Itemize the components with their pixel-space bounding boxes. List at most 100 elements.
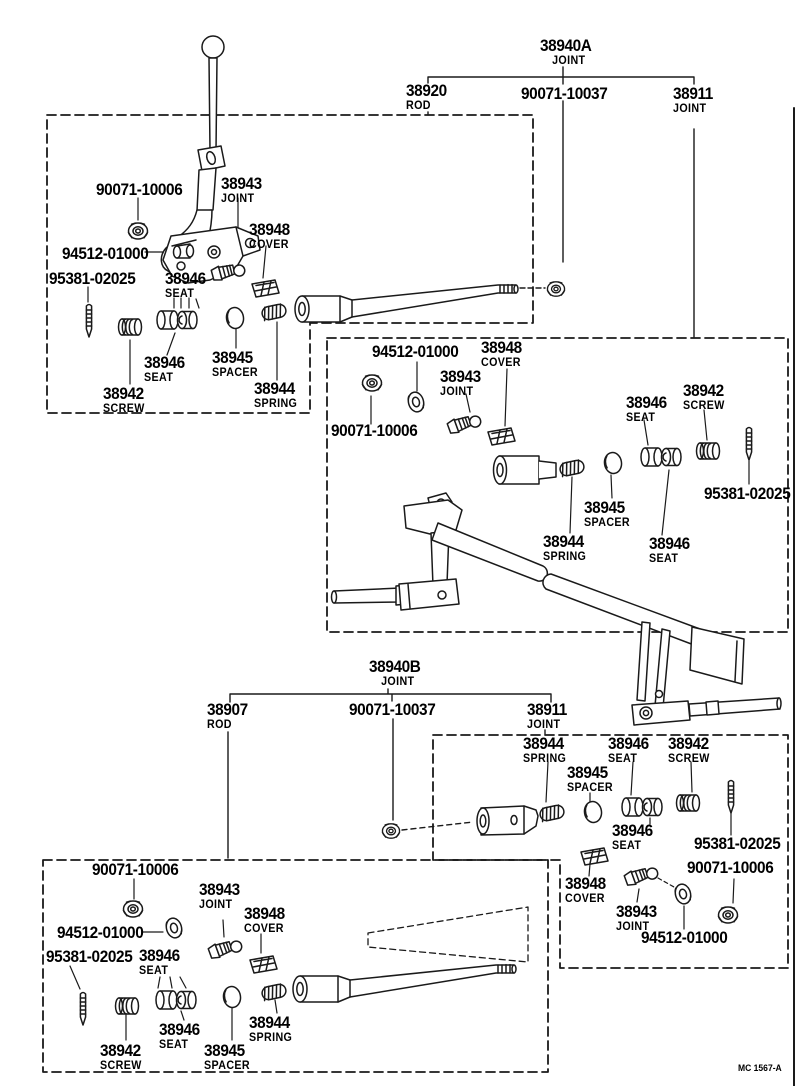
joint-bolt-38943 bbox=[206, 935, 244, 962]
screw-38942 bbox=[117, 318, 143, 336]
part-label-95381-02025: 95381-02025 bbox=[704, 485, 791, 503]
lower-left-box bbox=[42, 859, 549, 1073]
part-label-90071-10006: 90071-10006 bbox=[92, 861, 179, 879]
joint-bolt-38943 bbox=[622, 862, 660, 889]
detail-boxes bbox=[42, 114, 789, 1073]
part-label-90071-10006: 90071-10006 bbox=[96, 181, 183, 199]
joint-bolt-38943 bbox=[445, 410, 483, 437]
part-label-95381-02025: 95381-02025 bbox=[694, 835, 781, 853]
part-label-94512-01000: 94512-01000 bbox=[641, 929, 728, 947]
screw-38942 bbox=[114, 997, 140, 1015]
part-label-94512-01000: 94512-01000 bbox=[372, 343, 459, 361]
upper-left-box bbox=[46, 114, 534, 414]
relay-lever-and-rods bbox=[330, 492, 782, 726]
rod-38907 bbox=[292, 963, 517, 1003]
spacer-38945 bbox=[221, 984, 243, 1010]
screw-38942 bbox=[695, 442, 721, 460]
spring-38944 bbox=[260, 302, 288, 322]
pin-95381-02025 bbox=[79, 991, 87, 1026]
nut-90071-10006 bbox=[717, 906, 739, 924]
middle-box bbox=[326, 337, 789, 633]
part-label-95381-02025: 95381-02025 bbox=[49, 270, 136, 288]
spacer-38945 bbox=[582, 799, 604, 825]
rod-38920 bbox=[294, 283, 519, 323]
part-label-94512-01000: 94512-01000 bbox=[57, 924, 144, 942]
drawing-code: MC 1567-A bbox=[738, 1063, 782, 1074]
spacer-38945 bbox=[224, 305, 246, 331]
seats-38946 bbox=[640, 447, 682, 467]
joint-body-38940a bbox=[492, 455, 557, 485]
pin-95381-02025 bbox=[745, 426, 753, 461]
spring-38944 bbox=[558, 458, 586, 478]
part-label-95381-02025: 95381-02025 bbox=[46, 948, 133, 966]
washer-94512-01000 bbox=[405, 389, 427, 415]
nut-90071-10037 bbox=[546, 281, 566, 297]
part-label-90071-10006: 90071-10006 bbox=[331, 422, 418, 440]
spring-38944 bbox=[260, 982, 288, 1002]
lower-right-box bbox=[432, 734, 789, 969]
seats-38946 bbox=[156, 310, 198, 330]
nut-90071-10037 bbox=[381, 823, 401, 839]
pin-95381-02025 bbox=[727, 779, 735, 814]
nut-90071-10006 bbox=[127, 222, 149, 240]
joint-body-38940b bbox=[476, 805, 539, 836]
rod-blade-end bbox=[689, 626, 745, 685]
shift-lever-assembly bbox=[160, 35, 261, 284]
screw-38942 bbox=[675, 794, 701, 812]
rod-segment-2 bbox=[542, 573, 701, 646]
seats-38946 bbox=[621, 797, 663, 817]
nut-90071-10006 bbox=[122, 900, 144, 918]
washer-94512-01000 bbox=[672, 881, 694, 907]
spring-38944 bbox=[538, 803, 566, 823]
leader-lines bbox=[69, 66, 750, 1041]
cover-38948 bbox=[249, 955, 278, 974]
cover-38948 bbox=[487, 427, 516, 446]
pin-95381-02025 bbox=[85, 303, 93, 338]
part-label-90071-10037: 90071-10037 bbox=[521, 85, 608, 103]
part-label-90071-10006: 90071-10006 bbox=[687, 859, 774, 877]
rod-segment-1 bbox=[431, 522, 549, 582]
connecting-rod bbox=[688, 697, 781, 717]
spacer-38945 bbox=[602, 450, 624, 476]
detail-window bbox=[367, 906, 529, 963]
part-label-90071-10037: 90071-10037 bbox=[349, 701, 436, 719]
washer-94512-01000 bbox=[163, 915, 185, 941]
shift-knob bbox=[201, 35, 225, 59]
cover-38948 bbox=[580, 847, 609, 866]
part-label-94512-01000: 94512-01000 bbox=[62, 245, 149, 263]
cover-38948 bbox=[251, 279, 280, 298]
